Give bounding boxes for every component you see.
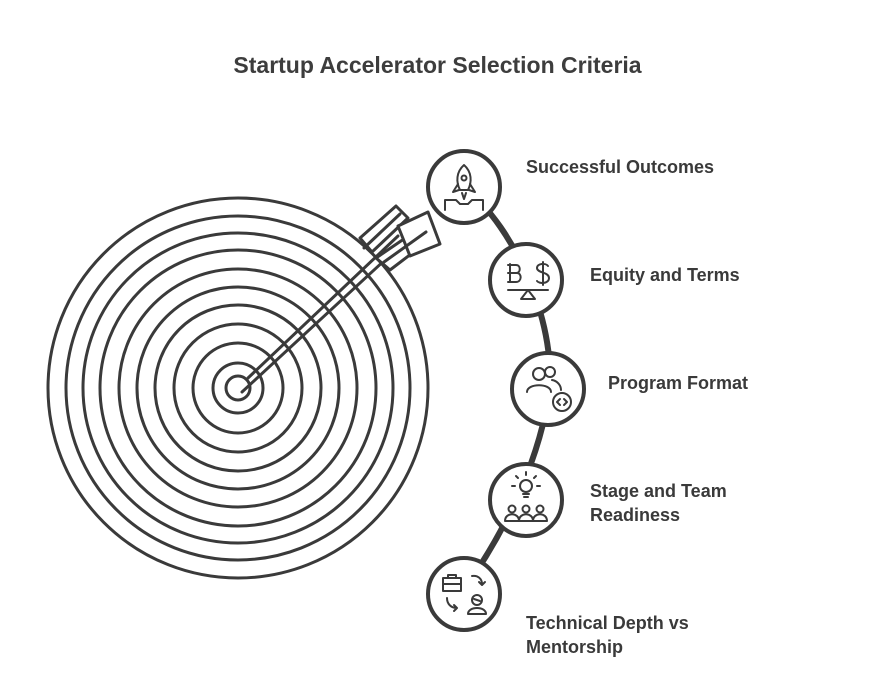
rocket-launch-icon <box>444 164 484 211</box>
criteria-label-technical-depth-vs-mentorship: Technical Depth vs Mentorship <box>526 613 689 657</box>
node-technical-depth-vs-mentorship <box>426 556 502 632</box>
node-successful-outcomes <box>426 149 502 225</box>
people-code-icon <box>526 366 572 412</box>
diagram-title: Startup Accelerator Selection Criteria <box>233 52 642 78</box>
arrow-icon <box>240 204 442 394</box>
node-equity-and-terms <box>488 242 564 318</box>
target-icon <box>46 196 430 580</box>
lightbulb-team-icon <box>504 471 548 522</box>
criteria-label-program-format: Program Format <box>608 373 749 393</box>
criteria-label-successful-outcomes: Successful Outcomes <box>526 157 715 177</box>
criteria-label-equity-and-terms: Equity and Terms <box>590 265 740 285</box>
balance-scale-currency-icon <box>507 261 550 300</box>
criteria-label-stage-and-team-readiness: Stage and Team Readiness <box>590 481 727 525</box>
briefcase-mentor-exchange-icon <box>442 574 487 615</box>
node-program-format <box>510 351 586 427</box>
node-stage-and-team-readiness <box>488 462 564 538</box>
